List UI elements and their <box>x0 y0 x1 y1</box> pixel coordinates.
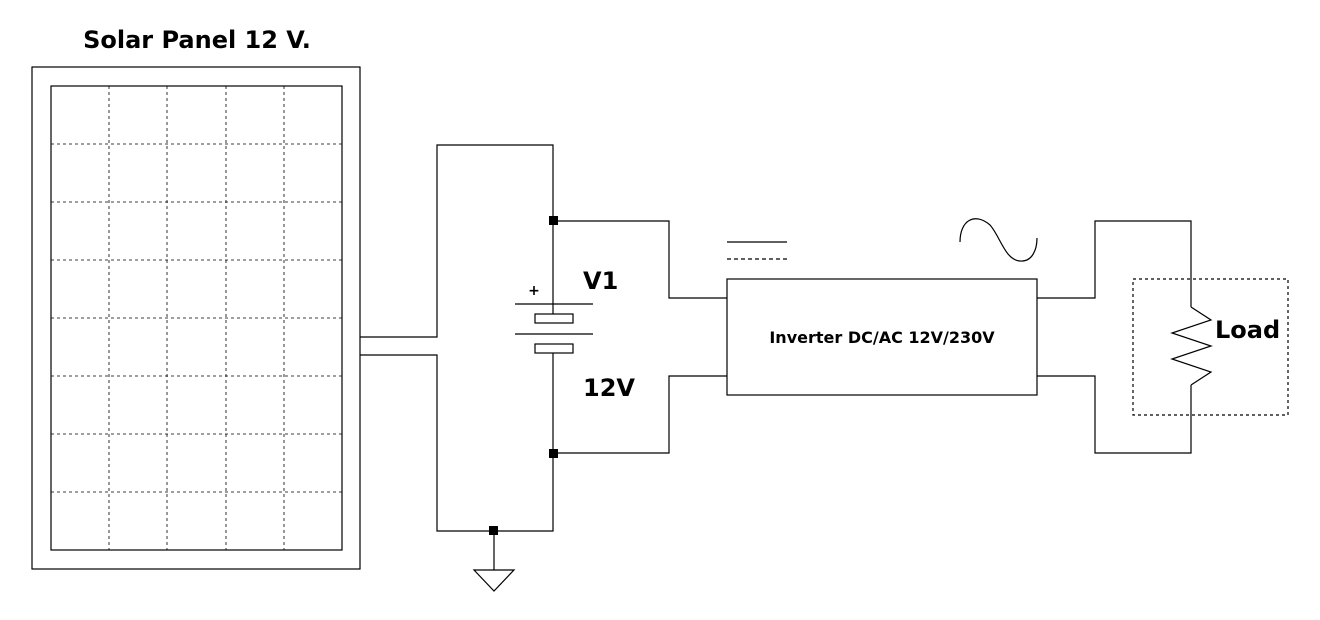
ac-output-wires <box>1037 220 1192 454</box>
battery-v1: + <box>515 221 593 453</box>
panel-output-wires <box>360 144 554 532</box>
battery-name: V1 <box>583 267 618 295</box>
solar-panel-title: Solar Panel 12 V. <box>83 26 311 54</box>
solar-panel-frame <box>31 66 361 570</box>
solar-panel <box>31 66 361 570</box>
load-label: Load <box>1215 316 1280 344</box>
inverter-box <box>726 278 1038 396</box>
ground-icon <box>472 531 516 592</box>
load-boundary <box>1132 278 1289 416</box>
dc-symbol-icon <box>727 241 787 260</box>
ac-sine-icon <box>959 218 1038 262</box>
battery-cell <box>534 313 574 324</box>
dc-input-wires <box>553 220 727 454</box>
junction-node <box>489 526 498 535</box>
battery-voltage: 12V <box>583 374 635 402</box>
battery-plus-sign: + <box>528 283 540 299</box>
battery-cell <box>534 343 574 354</box>
solar-cell-grid <box>51 86 342 550</box>
resistor-icon <box>1170 306 1213 386</box>
inverter-label: Inverter DC/AC 12V/230V <box>769 328 995 347</box>
